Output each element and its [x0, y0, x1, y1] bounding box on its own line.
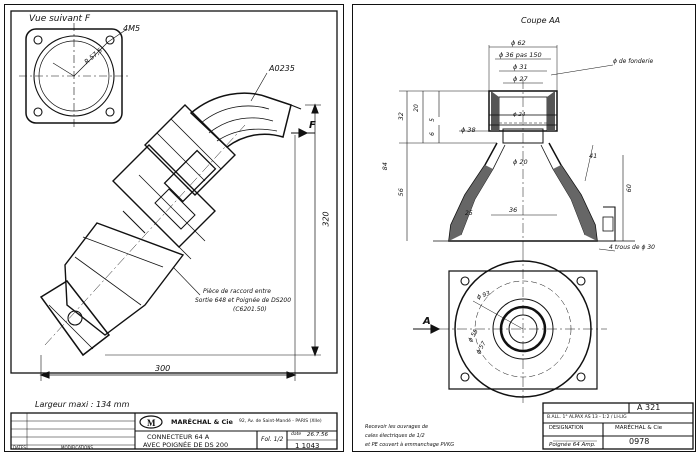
part-note-line2: Sortie 648 et Poignée de DS200	[195, 297, 292, 304]
dim-d24: ϕ 24	[513, 112, 526, 118]
date-value: 26.7.56	[307, 432, 328, 438]
holes-note: 4 trous de ϕ 30	[609, 244, 655, 251]
designation-line2: AVEC POIGNÉE DE DS 200	[143, 441, 229, 449]
dim-length-300: 300	[155, 364, 171, 373]
dim-h36: 36	[509, 206, 518, 214]
dim-v84: 84	[380, 162, 389, 171]
right-drawing-lines	[399, 45, 694, 450]
arrow-f-label: F	[309, 120, 316, 131]
sheet-number: 1 1043	[295, 442, 320, 450]
dim-v20: 20	[412, 104, 420, 112]
designation-value: Poignée 64 Amp.	[549, 442, 596, 448]
drawing-sheet-left: M Vue suivant F 4M5 R 57,5 A0235 F 320 3…	[4, 4, 344, 452]
dim-height-320: 320	[321, 211, 331, 227]
handle-end-cap	[39, 280, 111, 357]
company-name: MARÉCHAL & Cie	[171, 418, 233, 426]
dim-v32: 32	[396, 112, 405, 121]
right-company-name: MARÉCHAL & Cie	[615, 425, 663, 431]
right-title-block-frame	[542, 402, 694, 450]
svg-text:M: M	[147, 418, 156, 428]
dim-d62: ϕ 62	[511, 39, 526, 47]
dim-v5: 5	[428, 118, 436, 122]
elbow-outline	[189, 92, 292, 148]
section-title: Coupe AA	[521, 16, 561, 25]
section-arrow-a: A	[423, 316, 431, 327]
dim-d27: ϕ 27	[513, 75, 528, 83]
designation-label: DESIGNATION	[549, 425, 584, 431]
hole-note: 4M5	[123, 24, 141, 33]
plan-view-square	[448, 270, 598, 390]
dates-header: DATES	[13, 445, 26, 450]
handle-body	[64, 222, 185, 336]
date-label: date	[291, 432, 302, 437]
connector-body	[144, 104, 236, 196]
dim-d31: ϕ 31	[513, 63, 528, 71]
dim-v56: 56	[396, 188, 405, 197]
left-inner-frame	[10, 10, 338, 374]
sheet-label: Fol. 1/2	[261, 436, 284, 443]
dim-d38: ϕ 38	[461, 126, 476, 134]
company-logo	[139, 415, 163, 429]
note-line1: Recevoir les ouvrages de	[365, 424, 429, 430]
part-note-line3: (C6201.50)	[233, 306, 267, 313]
dim-v41: 41	[589, 152, 598, 160]
drawing-ref: A 321	[637, 403, 661, 412]
part-number: 0978	[629, 437, 650, 446]
dim-v60: 60	[624, 184, 633, 193]
modifications-header: MODIFICATIONS	[61, 445, 93, 450]
company-address: 92, Av. de Saint-Mandé - PARIS (XIIe)	[239, 419, 322, 424]
material-spec: B.ALL. 1° ALPAX AS 13 - 1:2 / LI-LIG	[547, 415, 627, 420]
dim-d20: ϕ 20	[513, 158, 528, 166]
dim-v6: 6	[428, 132, 436, 136]
wire-note: ϕ de fonderie	[613, 58, 654, 65]
max-width-note: Largeur maxi : 134 mm	[35, 400, 130, 409]
note-line3: et PE couvert à emmanchage PVKG	[365, 442, 455, 448]
view-title: Vue suivant F	[29, 14, 91, 24]
dim-d36: ϕ 36 pas 150	[499, 51, 542, 59]
designation-line1: CONNECTEUR 64 A	[147, 433, 210, 441]
part-note-line1: Pièce de raccord entre	[203, 288, 271, 295]
drawing-sheet-right: Coupe AA ϕ 62 ϕ 36 pas 150 ϕ 31 ϕ 27 ϕ d…	[352, 4, 696, 452]
note-line2: cales électriques de 1/2	[365, 433, 425, 439]
left-drawing-lines: M	[10, 10, 338, 450]
part-ref-label: A0235	[269, 64, 295, 73]
dim-h25: 25	[465, 210, 473, 217]
